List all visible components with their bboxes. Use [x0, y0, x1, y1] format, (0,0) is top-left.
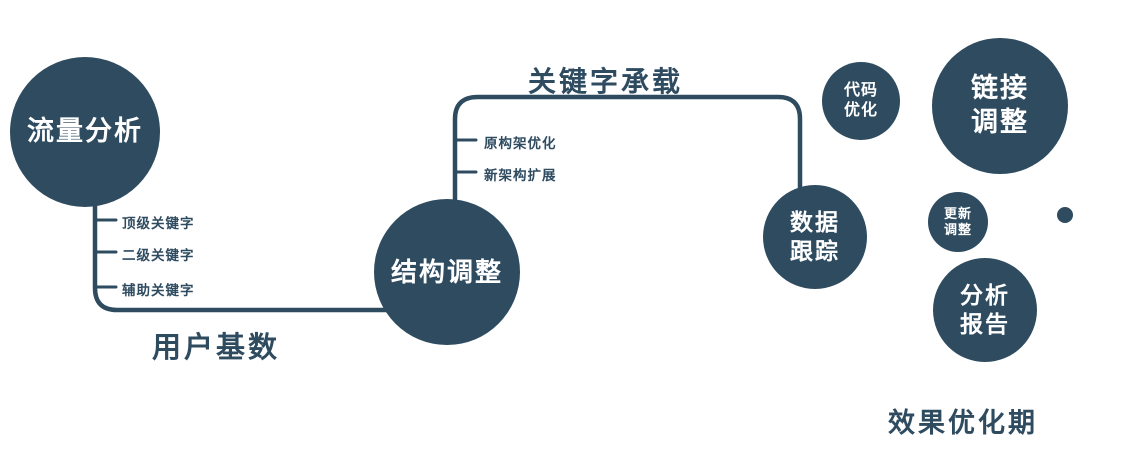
- node-data-tracking: 数据 跟踪: [763, 185, 867, 289]
- connector-structure-to-tracking: [452, 94, 803, 209]
- node-label: 更新 调整: [943, 205, 972, 237]
- node-update-adjustment: 更新 调整: [928, 192, 988, 252]
- node-code-optimization: 代码 优化: [822, 62, 900, 140]
- node-traffic-analysis: 流量分析: [10, 57, 160, 207]
- node-analysis-report: 分析 报告: [933, 258, 1037, 362]
- node-label: 流量分析: [27, 116, 143, 147]
- node-label: 链接 调整: [971, 73, 1029, 137]
- edge-label-user-base: 用户基数: [152, 332, 281, 364]
- edge-label-keyword-carry: 关键字承载: [528, 66, 684, 97]
- branch-label-top-keywords: 顶级关键字: [122, 216, 195, 231]
- small-dot: [1057, 207, 1073, 223]
- node-link-adjustment: 链接 调整: [932, 38, 1068, 174]
- branch-label-arch-optimize: 原构架优化: [484, 136, 557, 151]
- edge-label-effect-phase: 效果优化期: [888, 408, 1038, 438]
- branch-label-aux-keywords: 辅助关键字: [122, 283, 195, 298]
- node-structure-adjustment: 结构调整: [374, 199, 520, 345]
- node-label: 代码 优化: [843, 82, 878, 119]
- branch-label-arch-expand: 新架构扩展: [484, 168, 557, 183]
- branch-label-second-keywords: 二级关键字: [122, 248, 195, 263]
- node-label: 数据 跟踪: [790, 209, 840, 264]
- node-label: 结构调整: [390, 256, 503, 287]
- node-label: 分析 报告: [960, 282, 1010, 337]
